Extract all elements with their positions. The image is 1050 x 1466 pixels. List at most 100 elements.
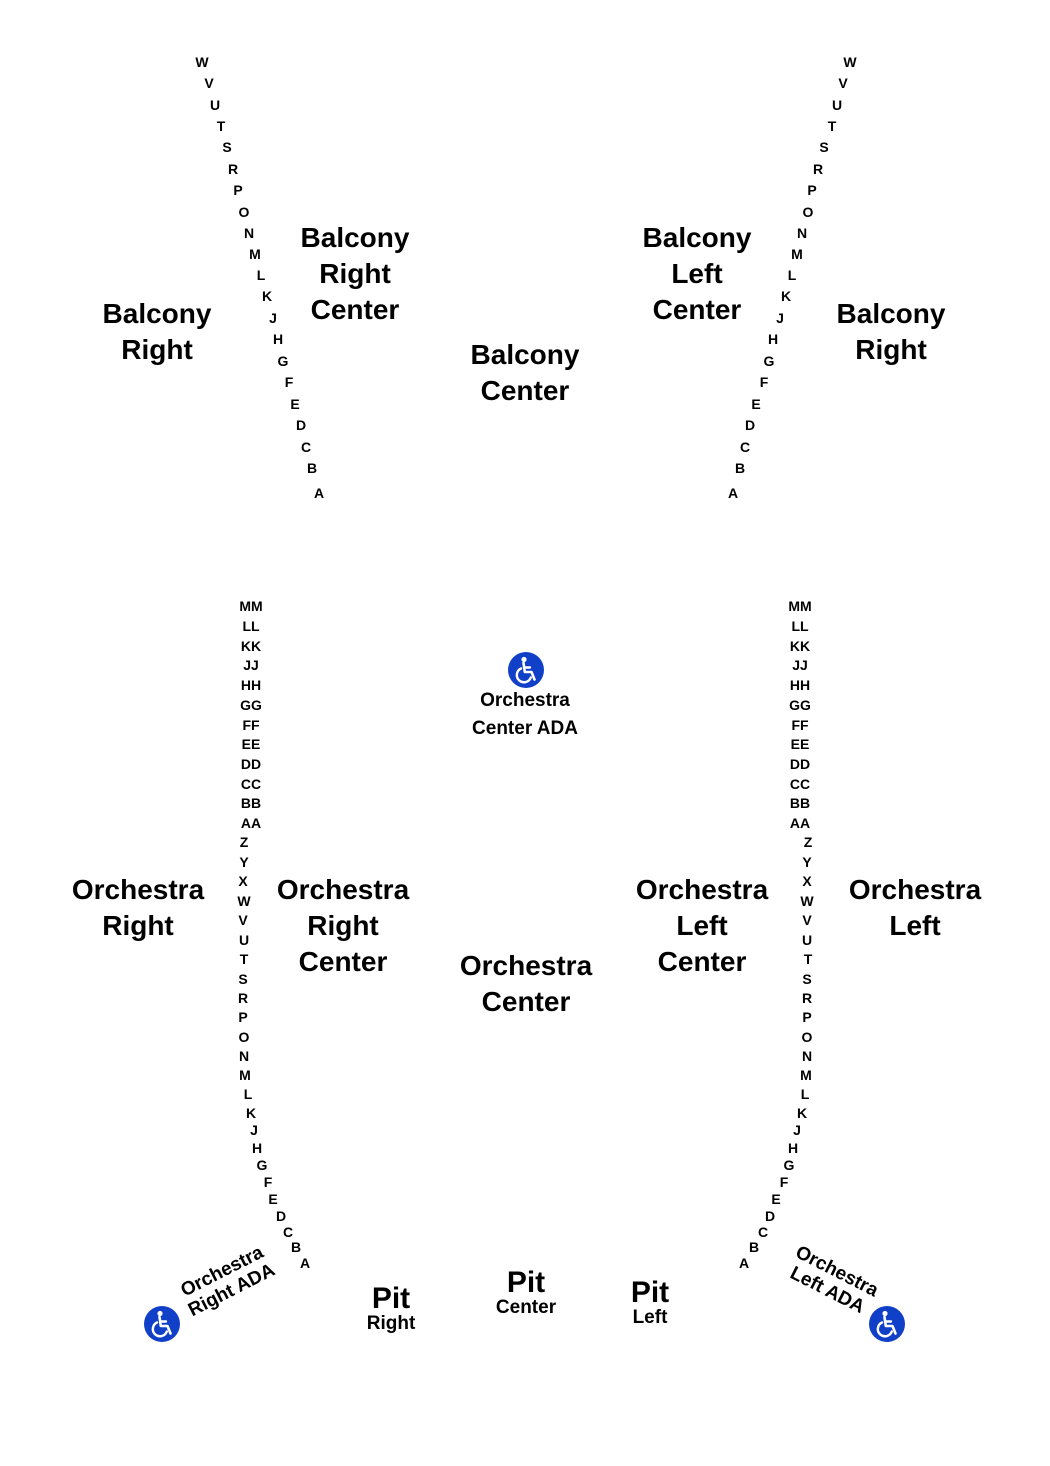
balcony-left-row-label: N xyxy=(796,225,808,241)
balcony-right-row-label: P xyxy=(233,182,243,198)
balcony-right-row-label: V xyxy=(204,75,214,91)
section-orchestra-right[interactable]: Orchestra Right xyxy=(71,874,205,941)
section-orchestra-center-ada[interactable]: Orchestra Center ADA xyxy=(472,690,578,739)
orchestra-left-row-label: EE xyxy=(790,736,810,752)
balcony-right-row-label: S xyxy=(222,139,232,155)
balcony-left-row-label: B xyxy=(734,460,746,476)
orchestra-right-row-label: LL xyxy=(242,618,260,634)
orchestra-left-row-label: HH xyxy=(789,677,811,693)
wheelchair-icon[interactable] xyxy=(507,651,545,689)
orchestra-left-row-label: R xyxy=(801,990,813,1006)
orchestra-left-row-label: U xyxy=(801,932,813,948)
balcony-left-row-label: S xyxy=(819,139,829,155)
section-balcony-left[interactable]: Balcony Right xyxy=(836,298,946,365)
orchestra-right-row-label: U xyxy=(238,932,250,948)
balcony-left-row-label: V xyxy=(838,75,848,91)
orchestra-left-row-label: CC xyxy=(789,776,811,792)
orchestra-right-row-label: DD xyxy=(240,756,262,772)
orchestra-left-row-label: LL xyxy=(791,618,809,634)
orchestra-right-row-label: G xyxy=(256,1157,268,1173)
orchestra-right-row-label: D xyxy=(275,1208,287,1224)
orchestra-right-row-label: E xyxy=(268,1191,278,1207)
wheelchair-icon-graphic xyxy=(869,1306,905,1342)
wheelchair-icon[interactable] xyxy=(143,1305,181,1343)
section-orchestra-left-center[interactable]: Orchestra Left Center xyxy=(635,874,769,977)
balcony-right-row-label: F xyxy=(284,374,294,390)
balcony-right-row-label: K xyxy=(261,288,273,304)
orchestra-left-row-label: T xyxy=(803,951,813,967)
balcony-right-row-label: B xyxy=(306,460,318,476)
orchestra-right-row-label: Y xyxy=(239,854,249,870)
orchestra-right-row-label: T xyxy=(239,951,249,967)
balcony-right-row-label: U xyxy=(209,97,221,113)
balcony-left-row-label: O xyxy=(802,204,814,220)
orchestra-right-row-label: R xyxy=(237,990,249,1006)
orchestra-right-row-label: MM xyxy=(239,598,263,614)
section-pit-center[interactable]: Pit Center xyxy=(495,1266,557,1318)
wheelchair-icon[interactable] xyxy=(868,1305,906,1343)
balcony-left-row-label: J xyxy=(776,310,784,326)
balcony-left-row-label: M xyxy=(791,246,803,262)
balcony-left-row-label: F xyxy=(759,374,769,390)
orchestra-left-row-label: C xyxy=(757,1224,769,1240)
orchestra-left-row-label: N xyxy=(801,1048,813,1064)
balcony-right-row-label: J xyxy=(269,310,277,326)
balcony-right-row-label: G xyxy=(277,353,289,369)
orchestra-right-row-label: H xyxy=(251,1140,263,1156)
orchestra-right-row-label: FF xyxy=(242,717,260,733)
orchestra-left-row-label: S xyxy=(802,971,812,987)
balcony-right-row-label: W xyxy=(195,54,209,70)
orchestra-right-row-label: X xyxy=(238,873,248,889)
orchestra-right-row-label: KK xyxy=(240,638,262,654)
balcony-right-row-label: N xyxy=(243,225,255,241)
orchestra-left-row-label: E xyxy=(771,1191,781,1207)
orchestra-right-row-label: Z xyxy=(239,834,249,850)
orchestra-left-row-label: O xyxy=(801,1029,813,1045)
orchestra-left-row-label: P xyxy=(802,1009,812,1025)
orchestra-right-row-label: HH xyxy=(240,677,262,693)
orchestra-left-row-label: V xyxy=(802,912,812,928)
orchestra-left-row-label: DD xyxy=(789,756,811,772)
balcony-right-row-label: O xyxy=(238,204,250,220)
balcony-left-row-label: K xyxy=(780,288,792,304)
orchestra-left-row-label: D xyxy=(764,1208,776,1224)
section-balcony-right[interactable]: Balcony Right xyxy=(102,298,212,365)
orchestra-left-row-label: M xyxy=(800,1067,812,1083)
section-orchestra-right-ada[interactable]: Orchestra Right ADA xyxy=(177,1241,279,1322)
orchestra-right-row-label: M xyxy=(239,1067,251,1083)
orchestra-left-row-label: MM xyxy=(788,598,812,614)
orchestra-right-row-label: V xyxy=(238,912,248,928)
section-balcony-left-center[interactable]: Balcony Left Center xyxy=(642,222,752,325)
orchestra-left-row-label: H xyxy=(787,1140,799,1156)
orchestra-left-row-label: B xyxy=(748,1239,760,1255)
balcony-left-row-label: U xyxy=(831,97,843,113)
orchestra-left-row-label: JJ xyxy=(792,657,808,673)
section-orchestra-left[interactable]: Orchestra Left xyxy=(848,874,982,941)
balcony-left-row-label: H xyxy=(767,331,779,347)
orchestra-right-row-label: S xyxy=(238,971,248,987)
section-orchestra-right-center[interactable]: Orchestra Right Center xyxy=(276,874,410,977)
section-balcony-center[interactable]: Balcony Center xyxy=(470,339,580,406)
balcony-left-row-label: C xyxy=(739,439,751,455)
balcony-right-row-label: E xyxy=(290,396,300,412)
section-balcony-right-center[interactable]: Balcony Right Center xyxy=(300,222,410,325)
balcony-left-row-label: D xyxy=(744,417,756,433)
orchestra-right-row-label: K xyxy=(245,1105,257,1121)
orchestra-left-row-label: K xyxy=(796,1105,808,1121)
orchestra-right-row-label: JJ xyxy=(243,657,259,673)
orchestra-right-row-label: AA xyxy=(240,815,262,831)
section-pit-right[interactable]: Pit Right xyxy=(366,1282,416,1334)
balcony-right-row-label: C xyxy=(300,439,312,455)
balcony-right-row-label: M xyxy=(249,246,261,262)
section-pit-left[interactable]: Pit Left xyxy=(630,1276,670,1328)
orchestra-left-row-label: X xyxy=(802,873,812,889)
orchestra-left-row-label: BB xyxy=(789,795,811,811)
wheelchair-icon-graphic xyxy=(508,652,544,688)
orchestra-right-row-label: P xyxy=(238,1009,248,1025)
orchestra-left-row-label: W xyxy=(800,893,814,909)
balcony-right-row-label: D xyxy=(295,417,307,433)
section-orchestra-center[interactable]: Orchestra Center xyxy=(459,950,593,1017)
orchestra-left-row-label: A xyxy=(738,1255,750,1271)
orchestra-right-row-label: W xyxy=(237,893,251,909)
